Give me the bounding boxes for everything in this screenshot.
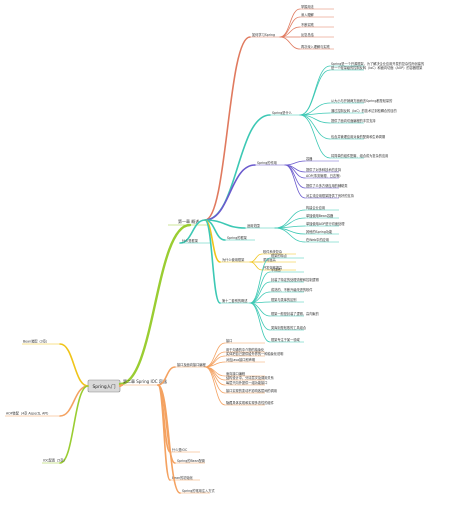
leaf-line-ch1-7-6 — [249, 302, 271, 331]
leaf-label-ch1-1-6: 将简单的组件配置、组合成为复杂的应用 — [331, 153, 388, 158]
leaf-label-ch1-7-6: 类库则是松散的工具组合 — [271, 325, 307, 330]
leaf-line-ch1-0-0 — [279, 8, 301, 38]
leaf-label-ch2-0-8: 隐藏具体实现和实现多态性的组件 — [226, 400, 275, 405]
leaf-label-ch1-0-2: 不断实践 — [301, 22, 315, 27]
leaf-label-ch1-1-5: 包含并管理应用对象的配置和生命周期 — [331, 134, 385, 139]
branch-label-ch1: 第一章 概述 — [178, 218, 199, 224]
sub-branch-label-ch2-3: Bean的初始化 — [172, 475, 194, 480]
leaf-line-ch2-0-5 — [204, 366, 226, 381]
leaf-line-ch1-0-2 — [279, 26, 301, 38]
branch-line-left-1 — [59, 385, 89, 417]
leaf-label-ch2-0-6: 每层只向外提供一组功能接口 — [226, 380, 267, 385]
branch-line-left-2 — [59, 385, 89, 464]
leaf-label-ch1-6-1: 重用度高 — [263, 257, 276, 262]
sub-branch-line-ch2-3 — [157, 384, 171, 481]
leaf-line-ch1-7-0 — [249, 257, 271, 304]
leaf-label-ch1-7-3: 成熟的、不断升级改进的软件 — [271, 287, 313, 292]
sub-branch-label-ch2-0: 接口及面向接口编程 — [177, 362, 206, 367]
sub-branch-line-ch2-0 — [157, 366, 176, 386]
leaf-line-ch1-7-1 — [249, 271, 271, 304]
leaf-line-ch1-3-4 — [274, 227, 306, 243]
leaf-label-ch1-1-2: 从大小与开销两方面而言Spring都是轻量的 — [331, 98, 392, 103]
leaf-label-ch1-2-2: AOP(事务管理、日志等) — [306, 173, 341, 178]
sub-branch-label-ch2-1: 什么是IOC — [172, 447, 188, 452]
sub-branch-line-ch1-2 — [204, 164, 256, 221]
leaf-line-ch2-0-2 — [204, 355, 226, 368]
leaf-label-ch1-7-7: 框架专注于某一领域 — [271, 337, 300, 342]
leaf-label-ch1-3-1: 单独使用Bean容器 — [306, 213, 334, 218]
sub-branch-line-ch1-7 — [204, 219, 221, 304]
leaf-line-ch1-7-5 — [249, 302, 271, 317]
leaf-line-ch1-3-0 — [274, 209, 306, 229]
leaf-line-ch2-0-7 — [204, 366, 226, 394]
leaf-label-ch1-1-4: 提供了面向切面编程的丰富支持 — [331, 118, 376, 123]
sub-branch-label-ch1-6: 为什么使用框架 — [222, 257, 245, 262]
sub-branch-label-ch1-5: 什么是框架 — [182, 238, 199, 243]
leaf-label-ch2-0-2: 实体把自己提供给外界的一种抽象化说明 — [226, 351, 283, 356]
leaf-label-ch2-0-7: 接口实现的变动不影响各层间的调用 — [226, 388, 277, 393]
sub-branch-label-ch1-4: Spring的框架 — [227, 235, 248, 240]
leaf-label-ch1-1-3: 通过控制反转（IoC）的技术达到松耦合的目的 — [331, 108, 397, 113]
leaf-line-ch1-2-0 — [284, 160, 306, 166]
sub-branch-line-ch1-3 — [204, 219, 246, 229]
leaf-line-ch2-0-0 — [204, 342, 226, 368]
branch-line-left-0 — [59, 343, 89, 387]
sub-branch-label-ch1-2: Spring的作用 — [257, 160, 277, 165]
leaf-label-ch1-0-3: 反复总结 — [301, 32, 314, 37]
leaf-label-ch1-7-0: 框架的特点 — [271, 253, 288, 258]
leaf-label-ch1-0-4: 再次深入理解与实践 — [301, 44, 330, 49]
sub-branch-label-ch1-7: 第十二套别的概述 — [222, 298, 248, 303]
leaf-label-ch1-7-1: 半成品 — [271, 267, 281, 272]
leaf-label-ch1-3-3: 其他的Spring功能 — [306, 229, 333, 234]
leaf-label-ch2-0-1: 用于沟通的中介物的抽象化 — [226, 347, 265, 352]
sub-branch-label-ch2-2: Spring的Bean配置 — [177, 458, 205, 463]
branch-line-ch1 — [118, 223, 192, 386]
leaf-line-ch1-1-0 — [299, 65, 331, 116]
sub-branch-line-ch1-0 — [204, 36, 251, 221]
leaf-line-ch1-1-1 — [299, 69, 331, 116]
leaf-label-ch2-0-0: 接口 — [226, 338, 232, 343]
leaf-label-ch1-3-4: 在Web中的应用 — [306, 237, 329, 242]
sub-branch-label-ch1-0: 如何学习Spring — [252, 32, 275, 37]
sub-branch-label-ch2-4: Spring的常用注入方式 — [182, 488, 215, 493]
root-label: Spring入门 — [93, 383, 116, 390]
leaf-label-ch1-0-1: 深入理解 — [301, 12, 315, 17]
sub-branch-label-ch1-3: 适用范围 — [247, 223, 260, 228]
leaf-label-ch1-7-5: 框架一般是封装了逻辑、高内聚的 — [271, 311, 319, 316]
leaf-line-ch1-2-4 — [284, 164, 306, 199]
leaf-label-ch1-2-1: 提供了对多种技术的支持 — [306, 167, 342, 172]
leaf-line-ch1-7-7 — [249, 302, 271, 343]
leaf-label-ch1-2-0: 容器 — [306, 156, 313, 161]
sub-branch-line-ch2-4 — [157, 384, 181, 494]
leaf-label-ch2-0-4: 面向接口编程 — [226, 371, 246, 376]
branch-label-left-2: IOC配置（5章） — [43, 458, 67, 463]
leaf-line-ch1-6-0 — [249, 253, 263, 263]
leaf-line-ch1-1-6 — [299, 114, 331, 159]
leaf-label-ch1-6-2: 开发效率提高 — [263, 265, 282, 270]
leaf-line-ch1-0-1 — [279, 16, 301, 38]
leaf-label-ch1-1-1: 是一个轻量级的控制反转（IoC）和面向切面（AOP）的容器框架 — [331, 65, 423, 70]
leaf-label-ch1-7-4: 框架与类库的区别 — [271, 297, 297, 302]
leaf-line-ch1-0-4 — [279, 36, 301, 50]
leaf-label-ch1-7-2: 封装了特定的处理流程和控制逻辑 — [271, 277, 320, 282]
sub-branch-label-ch1-1: Spring是什么 — [272, 110, 293, 115]
sub-branch-line-ch1-5 — [179, 219, 206, 244]
leaf-line-ch1-6-2 — [249, 261, 263, 271]
branch-label-left-1: AOP装配（4章 AspectJ, API） — [6, 411, 50, 416]
branch-label-left-0: Bean装配（3章） — [23, 339, 49, 344]
branch-label-ch2: 第二章 Spring IOC 容器 — [123, 378, 167, 384]
leaf-label-ch2-0-5: 结构设计中，分清层次及调用关系 — [226, 375, 274, 380]
leaf-label-ch1-3-0: 构建企业应用 — [306, 205, 325, 210]
leaf-label-ch1-2-4: 对主流应用框架提供了良好的支持 — [306, 193, 355, 198]
leaf-label-ch1-2-3: 提供了众多方便应用的辅助类 — [306, 183, 348, 188]
leaf-label-ch1-3-2: 单独使用AOP进行切面处理 — [306, 221, 345, 226]
leaf-line-ch2-0-8 — [204, 366, 226, 406]
leaf-label-ch1-0-0: 掌握用法 — [301, 4, 314, 9]
leaf-label-ch1-1-0: Spring是一个开源框架，为了解决企业应用开发的复杂性而创建的 — [331, 61, 424, 66]
leaf-label-ch2-0-3: 对应Java接口即声明 — [226, 357, 255, 362]
leaf-label-ch1-6-0: 软件系统复杂 — [263, 249, 283, 254]
